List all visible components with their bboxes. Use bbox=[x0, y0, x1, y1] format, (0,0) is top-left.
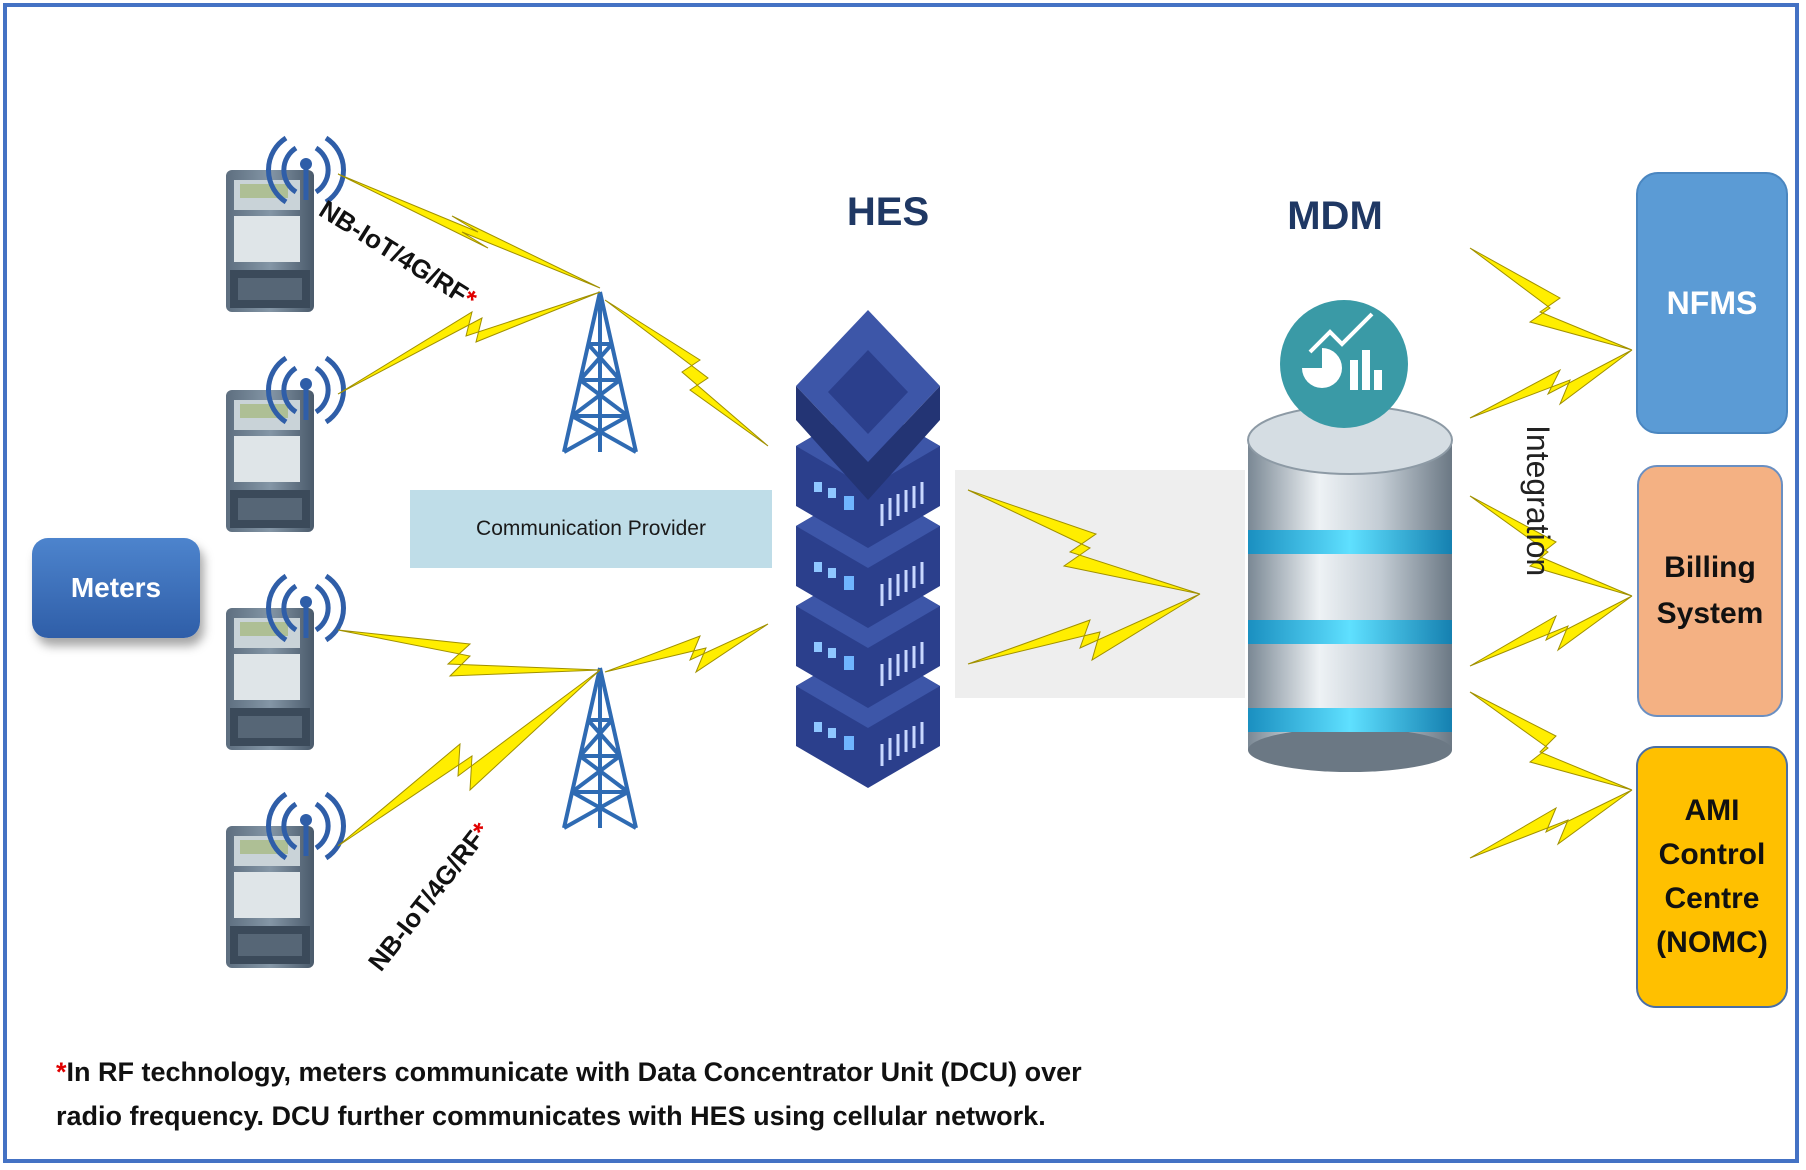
meters-box: Meters bbox=[32, 538, 200, 638]
smart-meter-icon bbox=[226, 170, 314, 312]
smart-meter-icon bbox=[226, 826, 314, 968]
smart-meter-icon bbox=[226, 608, 314, 750]
footnote: *In RF technology, meters communicate wi… bbox=[56, 1050, 1082, 1138]
nfms-box: NFMS bbox=[1636, 172, 1788, 434]
footnote-line1: In RF technology, meters communicate wit… bbox=[66, 1057, 1082, 1087]
ami-line3: Centre bbox=[1664, 882, 1760, 915]
analytics-icon bbox=[1280, 300, 1408, 428]
diagram-frame bbox=[3, 3, 1799, 1163]
billing-system-box: Billing System bbox=[1637, 465, 1783, 717]
ami-control-centre-box: AMI Control Centre (NOMC) bbox=[1636, 746, 1788, 1008]
billing-line2: System bbox=[1656, 597, 1764, 630]
lightning-link-icon bbox=[337, 173, 1633, 859]
billing-line1: Billing bbox=[1664, 551, 1756, 584]
ami-line2: Control bbox=[1658, 838, 1766, 871]
ami-line4: (NOMC) bbox=[1656, 926, 1768, 959]
ami-line1: AMI bbox=[1684, 794, 1740, 827]
communication-provider-box: Communication Provider bbox=[410, 490, 772, 568]
mdm-label: MDM bbox=[1287, 194, 1383, 238]
hes-label: HES bbox=[846, 190, 930, 234]
smart-meter-icon bbox=[226, 390, 314, 532]
cell-tower-icon bbox=[562, 290, 638, 454]
asterisk-mark: * bbox=[56, 1057, 67, 1087]
integration-label: Integration bbox=[1520, 425, 1556, 577]
database-icon bbox=[1247, 405, 1453, 772]
footnote-line2: radio frequency. DCU further communicate… bbox=[56, 1101, 1046, 1131]
transmission-band bbox=[955, 470, 1245, 698]
server-rack-icon bbox=[794, 310, 942, 790]
